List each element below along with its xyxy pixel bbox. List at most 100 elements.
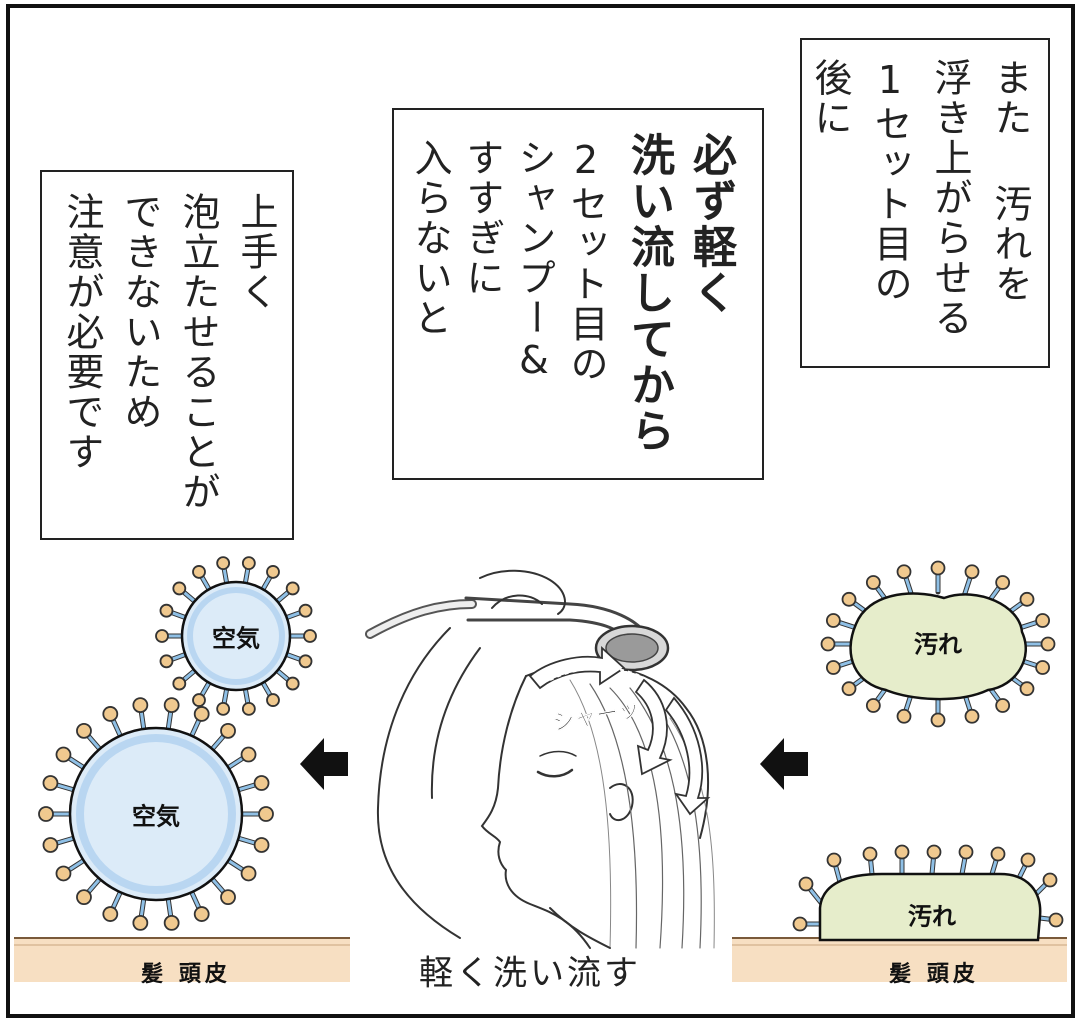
spore-head — [1019, 681, 1035, 697]
spore-head — [216, 701, 231, 716]
caption-middle-bold-col-2: 洗い流してから — [623, 132, 674, 454]
spore-head — [841, 591, 857, 607]
spore-head — [896, 564, 912, 580]
dirt-label-bottom: 汚れ — [908, 902, 956, 931]
ground-right — [732, 937, 1067, 982]
spore-head — [862, 846, 878, 862]
spore-head — [76, 722, 92, 739]
spore-head — [193, 906, 210, 922]
spore-head — [159, 603, 174, 618]
spore-head — [132, 914, 149, 931]
illustration — [14, 556, 1067, 982]
spore-head — [155, 629, 169, 643]
spore-head — [220, 889, 236, 906]
spore-head — [55, 865, 72, 882]
dirt-blob-top-body — [849, 592, 1028, 701]
spore-head — [930, 712, 946, 728]
spore-head — [865, 575, 881, 590]
spore-head — [298, 654, 313, 669]
spore-head — [820, 636, 836, 652]
caption-middle-col-4: 入らないと — [408, 138, 452, 338]
spore-head — [241, 556, 256, 571]
spore-head — [792, 916, 808, 932]
spore-head — [258, 806, 274, 822]
caption-middle-bold-col-1: 必ず軽く — [685, 132, 736, 316]
air-bubble-small-body — [180, 580, 292, 692]
spore-head — [995, 698, 1011, 713]
spore-head — [896, 708, 912, 724]
spore-head — [1020, 852, 1036, 868]
spore-head — [1019, 591, 1035, 607]
spore-head — [240, 746, 257, 763]
caption-left-col-3: できないため — [118, 192, 162, 432]
spore-head — [42, 775, 59, 791]
spore-head — [865, 698, 881, 713]
spore-head — [1048, 912, 1064, 928]
caption-box-left: 上手く 泡立たせることが できないため 注意が必要です — [40, 170, 294, 540]
spore-head — [930, 560, 946, 576]
caption-middle-col-2: シャンプー& — [512, 138, 556, 384]
manga-panel: また 汚れを 浮き上がらせる 1セット目の 後に 必ず軽く 洗い流してから 2セ… — [6, 4, 1075, 1018]
dirt-blob-bottom — [792, 844, 1064, 932]
caption-box-right: また 汚れを 浮き上がらせる 1セット目の 後に — [800, 38, 1050, 368]
spore-head — [266, 565, 280, 579]
spore-head — [241, 701, 256, 716]
center-caption: 軽く洗い流す — [419, 953, 641, 994]
arrow-left-icon — [760, 738, 808, 790]
ground-left — [14, 937, 350, 982]
spore-head — [192, 565, 206, 579]
spore-head — [193, 706, 210, 722]
spore-head — [1035, 613, 1051, 628]
spore-head — [102, 706, 119, 722]
caption-right-col-1: また 汚れを — [988, 58, 1032, 304]
spore-head — [798, 876, 814, 892]
spore-head — [159, 654, 174, 669]
caption-left-col-2: 泡立たせることが — [176, 192, 220, 512]
dirt-blob-bottom-body — [818, 872, 1042, 942]
spore-head — [298, 603, 313, 618]
spore-head — [132, 697, 149, 714]
ground-label-right: 髪 頭皮 — [889, 962, 979, 987]
spore-head — [826, 852, 842, 868]
dirt-label-top: 汚れ — [914, 630, 962, 659]
caption-left-col-4: 注意が必要です — [60, 192, 104, 472]
spore-head — [216, 556, 231, 571]
ground-label-left: 髪 頭皮 — [141, 962, 231, 987]
caption-right-col-2: 浮き上がらせる — [928, 58, 972, 338]
spore-head — [285, 581, 300, 596]
spore-head — [172, 581, 187, 596]
water-flow-arrows — [528, 645, 711, 816]
spore-head — [841, 681, 857, 697]
caption-right-col-3: 1セット目の — [868, 58, 912, 304]
dirt-blob-top — [820, 560, 1056, 728]
spore-head — [42, 837, 59, 853]
spore-head — [1040, 636, 1056, 652]
spore-head — [825, 613, 841, 628]
spore-head — [990, 846, 1006, 862]
spore-head — [163, 697, 180, 714]
spore-head — [995, 575, 1011, 590]
spore-head — [266, 693, 280, 707]
spore-head — [894, 844, 910, 860]
caption-middle-col-3: すすぎに — [460, 138, 504, 298]
caption-middle-col-1: 2セット目の — [564, 138, 608, 384]
air-bubble-small — [155, 556, 317, 716]
spore-head — [253, 837, 270, 853]
spore-head — [163, 914, 180, 931]
caption-box-middle: 必ず軽く 洗い流してから 2セット目の シャンプー& すすぎに 入らないと — [392, 108, 764, 480]
spore-head — [926, 844, 942, 860]
spore-head — [1042, 872, 1058, 888]
spore-head — [958, 844, 974, 860]
spore-head — [240, 865, 257, 882]
spore-head — [76, 889, 92, 906]
air-bubble-large — [38, 697, 274, 931]
spore-head — [38, 806, 54, 822]
spore-head — [172, 676, 187, 691]
air-label-large: 空気 — [132, 802, 180, 831]
spore-head — [303, 629, 317, 643]
spore-head — [964, 708, 980, 724]
spore-head — [285, 676, 300, 691]
caption-left-col-1: 上手く — [234, 192, 278, 312]
spore-head — [102, 906, 119, 922]
spore-head — [220, 722, 236, 739]
